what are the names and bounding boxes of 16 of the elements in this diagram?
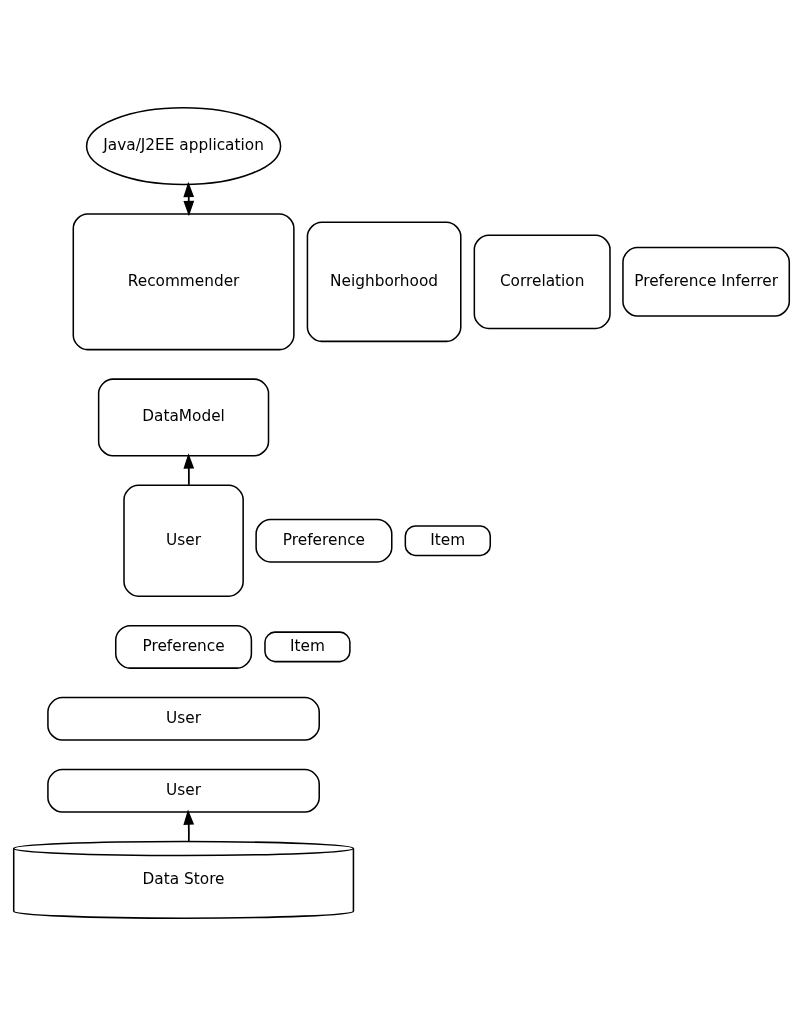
node-box: Preference bbox=[114, 624, 252, 669]
node-box: Neighborhood bbox=[306, 220, 462, 342]
node-box: User bbox=[46, 696, 320, 741]
arrow bbox=[182, 808, 194, 842]
node-box: Preference bbox=[254, 518, 393, 563]
node-box: User bbox=[122, 484, 244, 597]
node-box: DataModel bbox=[97, 377, 269, 457]
node-box: Preference Inferrer bbox=[621, 246, 790, 317]
node-ellipse: Java/J2EE application bbox=[85, 106, 281, 185]
arrow bbox=[182, 181, 194, 216]
node-box: User bbox=[46, 768, 320, 813]
node-box: Recommender bbox=[72, 212, 295, 350]
node-box: Item bbox=[404, 524, 491, 556]
arrow bbox=[182, 452, 194, 486]
node-box: Item bbox=[263, 630, 351, 662]
node-box: Correlation bbox=[473, 233, 611, 329]
